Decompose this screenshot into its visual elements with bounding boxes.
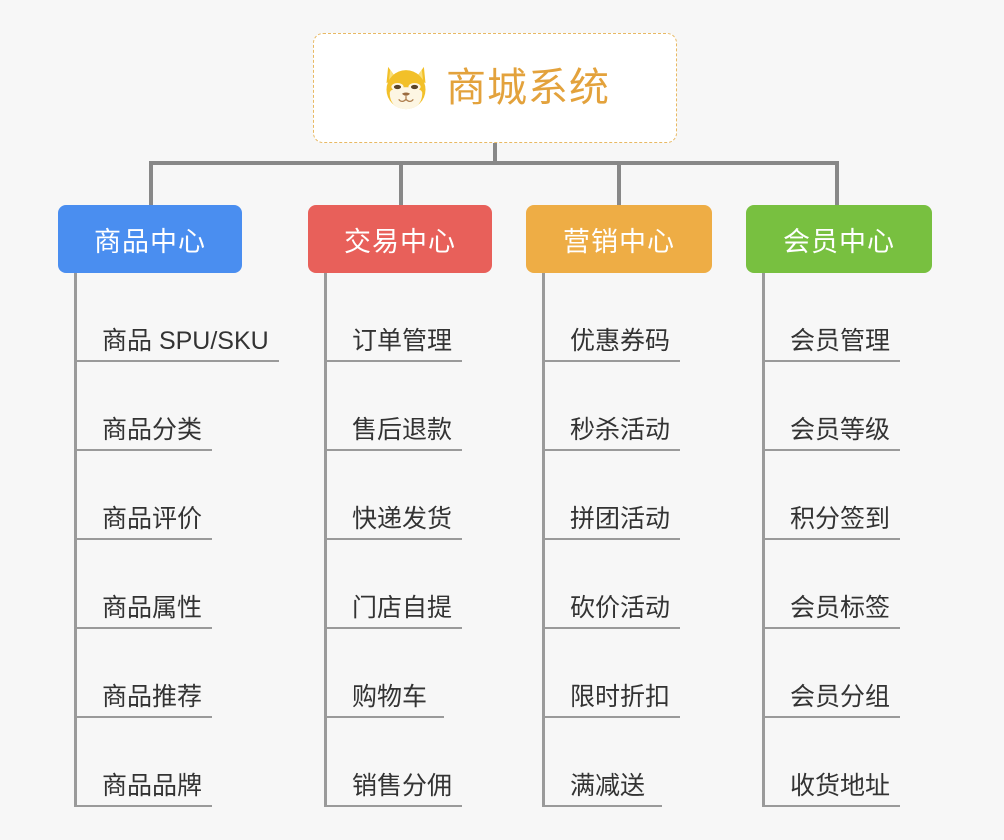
list-item-label: 商品 SPU/SKU (102, 326, 269, 355)
list-item-label: 售后退款 (352, 415, 453, 444)
list-item[interactable]: 快递发货 (324, 451, 463, 540)
list-item[interactable]: 商品 SPU/SKU (74, 273, 279, 362)
list-item[interactable]: 购物车 (324, 629, 444, 718)
root-node[interactable]: 商城系统 (313, 33, 677, 143)
list-item[interactable]: 砍价活动 (542, 540, 681, 629)
branch-spine-marketing (542, 273, 545, 807)
list-item-label: 限时折扣 (570, 682, 671, 711)
branch-spine-product (74, 273, 77, 807)
list-item[interactable]: 会员管理 (762, 273, 901, 362)
list-item-label: 秒杀活动 (570, 415, 671, 444)
root-title: 商城系统 (446, 66, 610, 110)
list-item[interactable]: 商品分类 (74, 362, 213, 451)
list-item-label: 商品属性 (102, 593, 203, 622)
list-item-label: 商品推荐 (102, 682, 203, 711)
branch-items-marketing: 优惠券码 秒杀活动 拼团活动 砍价活动 限时折扣 满减送 (542, 273, 681, 807)
branch-spine-trade (324, 273, 327, 807)
list-item[interactable]: 会员标签 (762, 540, 901, 629)
branch-spine-member (762, 273, 765, 807)
list-item-label: 会员管理 (790, 326, 891, 355)
branch-header-label: 商品中心 (94, 226, 206, 257)
branch-header-label: 会员中心 (783, 226, 895, 257)
list-item[interactable]: 售后退款 (324, 362, 463, 451)
list-item[interactable]: 订单管理 (324, 273, 463, 362)
list-item-label: 快递发货 (352, 504, 453, 533)
list-item-label: 满减送 (570, 771, 646, 800)
list-item-label: 购物车 (352, 682, 428, 711)
shiba-dog-emoji (386, 66, 426, 111)
list-item[interactable]: 商品评价 (74, 451, 213, 540)
list-item[interactable]: 收货地址 (762, 718, 901, 807)
list-item[interactable]: 门店自提 (324, 540, 463, 629)
connector-horizontal-bus (149, 161, 839, 165)
list-item-label: 商品分类 (102, 415, 203, 444)
list-item[interactable]: 拼团活动 (542, 451, 681, 540)
list-item-label: 会员标签 (790, 593, 891, 622)
list-item-label: 会员等级 (790, 415, 891, 444)
list-item[interactable]: 优惠券码 (542, 273, 681, 362)
branch-header-marketing[interactable]: 营销中心 (526, 205, 712, 273)
list-item-label: 商品评价 (102, 504, 203, 533)
list-item-label: 门店自提 (352, 593, 453, 622)
list-item[interactable]: 商品属性 (74, 540, 213, 629)
branch-header-label: 交易中心 (344, 226, 456, 257)
list-item[interactable]: 销售分佣 (324, 718, 463, 807)
branch-items-product: 商品 SPU/SKU 商品分类 商品评价 商品属性 商品推荐 商品品牌 (74, 273, 279, 807)
connector-drop-1 (149, 161, 153, 205)
list-item[interactable]: 会员分组 (762, 629, 901, 718)
list-item-label: 优惠券码 (570, 326, 671, 355)
branch-header-label: 营销中心 (563, 226, 675, 257)
list-item[interactable]: 积分签到 (762, 451, 901, 540)
connector-drop-4 (835, 161, 839, 205)
connector-drop-2 (399, 161, 403, 205)
list-item-label: 会员分组 (790, 682, 891, 711)
list-item-label: 订单管理 (352, 326, 453, 355)
list-item[interactable]: 会员等级 (762, 362, 901, 451)
branch-items-member: 会员管理 会员等级 积分签到 会员标签 会员分组 收货地址 (762, 273, 901, 807)
connector-root-stem (493, 143, 497, 165)
list-item-label: 积分签到 (790, 504, 891, 533)
branch-items-trade: 订单管理 售后退款 快递发货 门店自提 购物车 销售分佣 (324, 273, 463, 807)
list-item-label: 砍价活动 (570, 593, 671, 622)
connector-drop-3 (617, 161, 621, 205)
list-item[interactable]: 商品推荐 (74, 629, 213, 718)
list-item-label: 销售分佣 (352, 771, 453, 800)
list-item[interactable]: 满减送 (542, 718, 662, 807)
branch-header-trade[interactable]: 交易中心 (308, 205, 492, 273)
list-item[interactable]: 限时折扣 (542, 629, 681, 718)
list-item-label: 拼团活动 (570, 504, 671, 533)
branch-header-member[interactable]: 会员中心 (746, 205, 932, 273)
list-item-label: 商品品牌 (102, 771, 203, 800)
list-item[interactable]: 商品品牌 (74, 718, 213, 807)
list-item-label: 收货地址 (790, 771, 891, 800)
branch-header-product[interactable]: 商品中心 (58, 205, 242, 273)
list-item[interactable]: 秒杀活动 (542, 362, 681, 451)
